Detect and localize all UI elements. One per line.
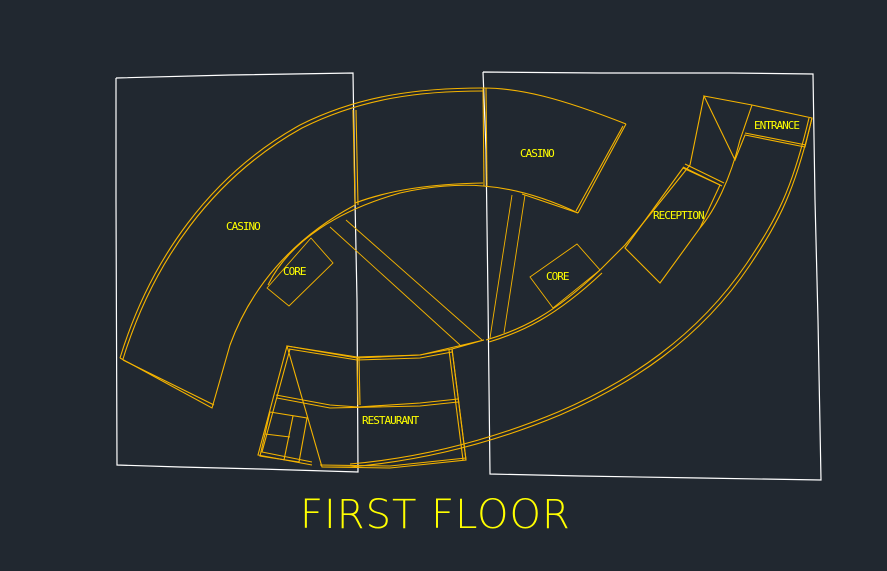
label-core-east: CORE [546, 270, 569, 283]
label-entrance: ENTRANCE [754, 119, 799, 132]
label-core-west: CORE [283, 265, 306, 278]
label-reception: RECEPTION [653, 209, 704, 222]
label-casino-west: CASINO [226, 220, 260, 233]
service-room[interactable] [259, 411, 308, 463]
inner-arc [267, 184, 579, 286]
core-west-room[interactable] [266, 237, 334, 307]
casino-north-edge [577, 123, 627, 214]
viewport-frames [115, 71, 822, 481]
casino-west-bottom [119, 204, 356, 409]
building-walls [119, 87, 813, 469]
inner-arc-east [485, 95, 705, 341]
reception-room[interactable] [624, 167, 721, 284]
viewport-right[interactable] [482, 71, 822, 481]
viewport-left[interactable] [115, 72, 359, 473]
room-labels: CASINO CORE CASINO CORE RECEPTION ENTRAN… [226, 119, 800, 427]
label-casino-north: CASINO [520, 147, 554, 160]
restaurant-top [286, 345, 453, 358]
label-restaurant: RESTAURANT [362, 414, 420, 427]
outer-arc-east [349, 117, 813, 468]
drawing-title: FIRST FLOOR [300, 492, 571, 538]
outer-arc-north [119, 87, 627, 359]
